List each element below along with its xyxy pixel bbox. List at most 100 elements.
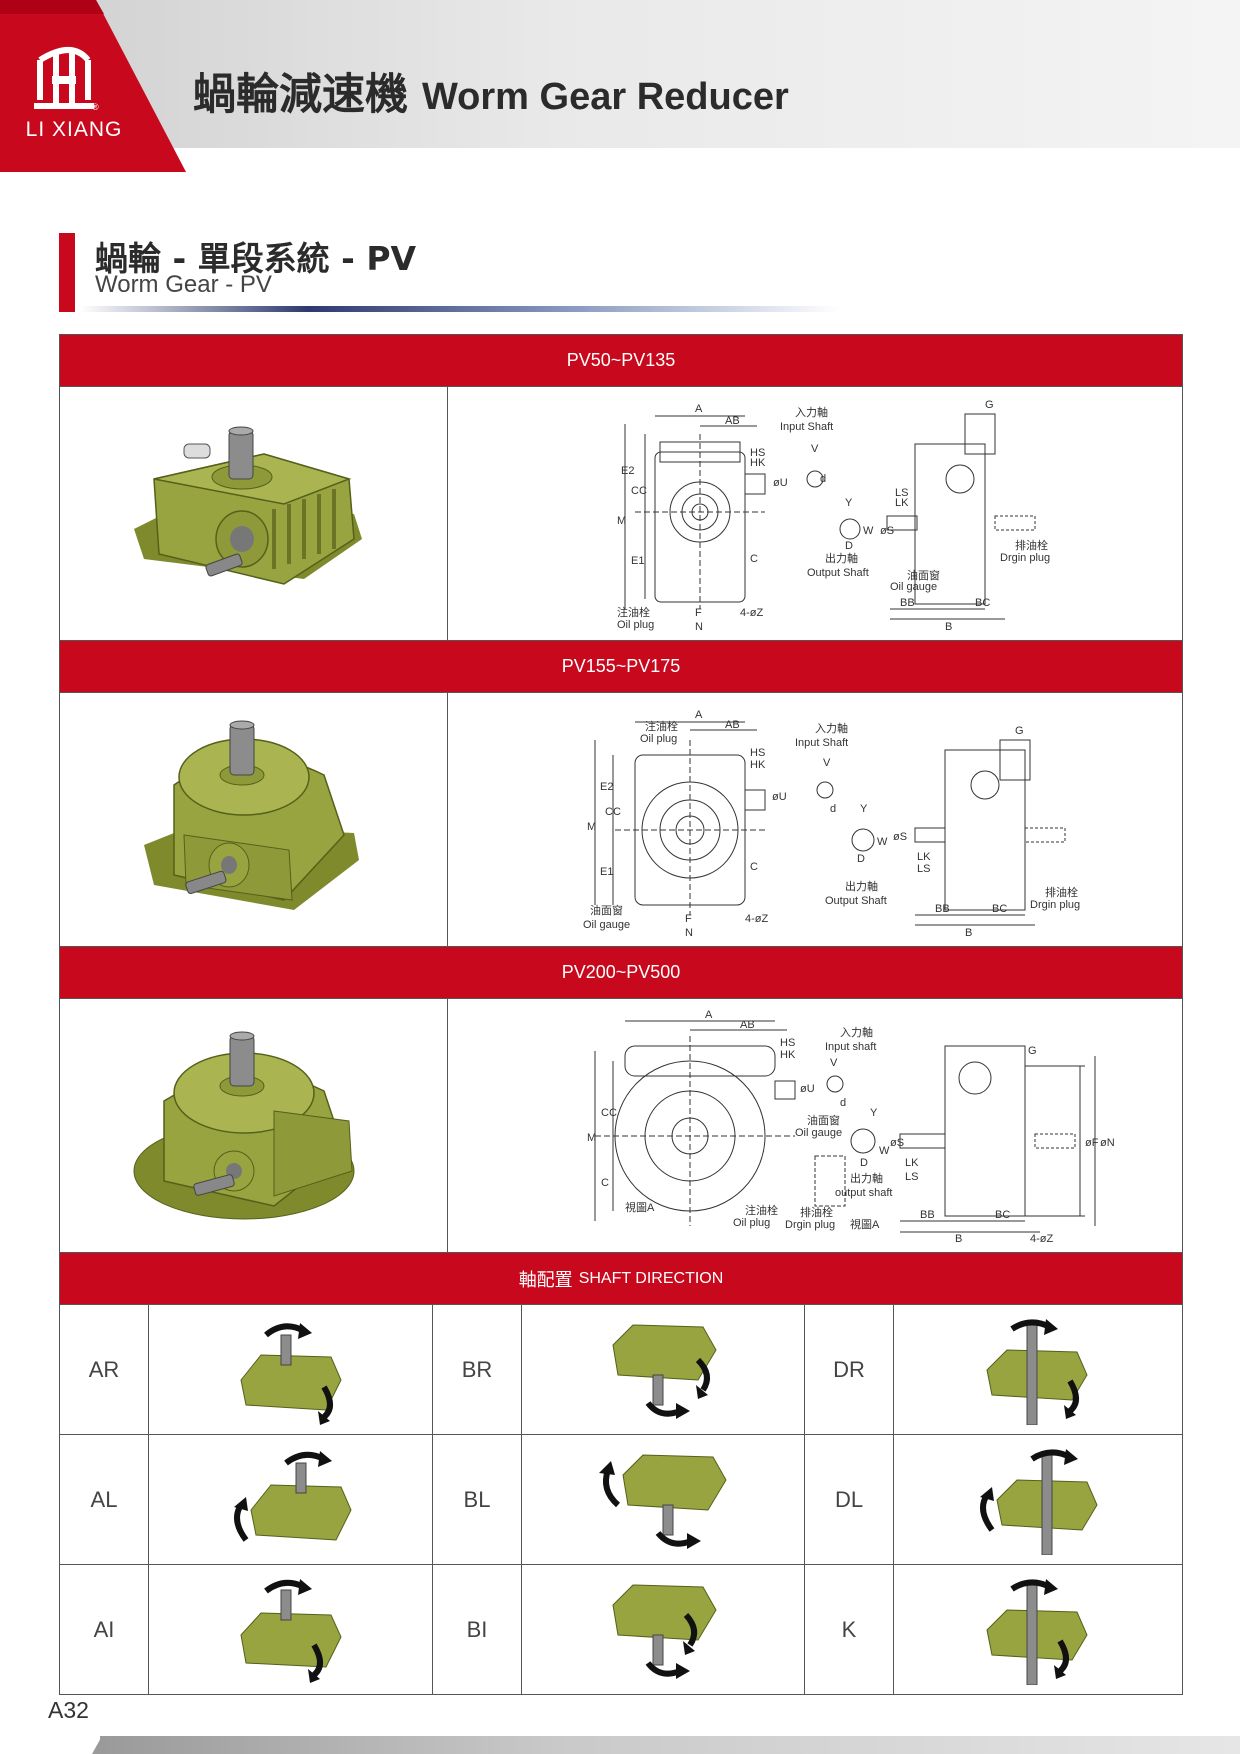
shaft-config-image — [149, 1565, 433, 1694]
label-oil-gauge-zh: 油面窗 — [590, 903, 623, 917]
label-hs: HS — [780, 1037, 795, 1049]
label-bb: BB — [920, 1209, 935, 1221]
dimension-drawing-pv155-pv175: A AB HS HK øU M CC E1 E2 C F N 4-øZ 注油栓 … — [583, 709, 1080, 939]
label-drain-zh: 排油栓 — [1045, 885, 1078, 899]
label-bb: BB — [935, 903, 950, 915]
shaft-row: AI BI K — [60, 1565, 1182, 1694]
product-row: A AB HS HK øU M CC E1 E2 C F N 4-øZ 入力軸 … — [60, 387, 1182, 641]
product-photo — [60, 387, 448, 640]
label-e1: E1 — [600, 866, 613, 878]
dimension-drawing-pv200-pv500: A AB HS HK øU M CC C 入力軸 Input shaft V d… — [587, 1009, 1115, 1245]
shaft-config-dl-icon — [980, 1448, 1098, 1555]
label-u: øU — [800, 1083, 815, 1095]
label-oil-gauge-en: Oil gauge — [890, 581, 937, 593]
label-g: G — [1015, 725, 1024, 737]
product-table: PV50~PV135 — [59, 334, 1183, 1695]
label-cc: CC — [601, 1107, 617, 1119]
model-range: PV50~PV135 — [566, 350, 676, 370]
dimension-drawing: A AB HS HK øU M CC C 入力軸 Input shaft V d… — [448, 999, 1182, 1252]
label-drain-en: Drgin plug — [1030, 899, 1080, 911]
label-ls: LS — [905, 1171, 918, 1183]
label-d: D — [857, 853, 865, 865]
label-c: C — [750, 553, 758, 565]
shaft-config-k-icon — [986, 1578, 1088, 1685]
label-input-zh: 入力軸 — [795, 405, 828, 419]
label-drain-en: Drgin plug — [1000, 552, 1050, 564]
brand-logo: ® — [0, 0, 186, 172]
label-ls: LS — [917, 863, 930, 875]
shaft-row: AL BL DL — [60, 1435, 1182, 1565]
label-f: F — [685, 913, 692, 925]
shaft-config-image — [149, 1305, 433, 1434]
page-title-en: Worm Gear Reducer — [422, 76, 789, 118]
label-lk: LK — [895, 497, 909, 509]
label-u: øU — [773, 477, 788, 489]
product-photo — [60, 999, 448, 1252]
label-hk: HK — [750, 759, 766, 771]
dimension-drawing: A AB HS HK øU M CC E1 E2 C F N 4-øZ 注油栓 … — [448, 693, 1182, 946]
label-ab: AB — [725, 415, 740, 427]
label-oil-plug-en: Oil plug — [733, 1217, 770, 1229]
label-d-small: d — [820, 473, 826, 485]
shaft-direction-title-zh: 軸配置 — [518, 1269, 573, 1291]
label-cc: CC — [605, 806, 621, 818]
dimension-drawing: A AB HS HK øU M CC E1 E2 C F N 4-øZ 入力軸 … — [448, 387, 1182, 640]
model-band: PV155~PV175 — [60, 641, 1182, 693]
label-e1: E1 — [631, 555, 644, 567]
shaft-code: DL — [805, 1435, 894, 1564]
label-oil-gauge-en: Oil gauge — [795, 1127, 842, 1139]
label-z: 4-øZ — [1030, 1233, 1054, 1245]
label-a: A — [695, 403, 703, 415]
footer-band — [100, 1736, 1240, 1754]
label-output-zh: 出力軸 — [825, 551, 858, 565]
shaft-row: AR BR DR — [60, 1305, 1182, 1435]
label-input-zh: 入力軸 — [815, 721, 848, 735]
product-photo — [60, 693, 448, 946]
section-title: 蝸輪 - 單段系統 - PV — [95, 239, 417, 278]
label-w: W — [877, 836, 888, 848]
label-d-small: d — [830, 803, 836, 815]
label-oil-plug-en: Oil plug — [640, 733, 677, 745]
label-hk: HK — [780, 1049, 796, 1061]
label-s: øS — [890, 1137, 904, 1149]
worm-gear-reducer-photo — [133, 426, 362, 585]
label-v: V — [830, 1057, 838, 1069]
svg-text:®: ® — [92, 102, 99, 112]
shaft-code: BL — [433, 1435, 522, 1564]
label-z: 4-øZ — [745, 913, 769, 925]
label-bc: BC — [992, 903, 1007, 915]
shaft-code: AI — [60, 1565, 149, 1694]
shaft-code: AR — [60, 1305, 149, 1434]
label-lk: LK — [905, 1157, 919, 1169]
shaft-config-al-icon — [233, 1450, 352, 1542]
label-g: G — [1028, 1045, 1037, 1057]
label-ab: AB — [725, 719, 740, 731]
label-y: Y — [860, 803, 868, 815]
label-bc: BC — [975, 597, 990, 609]
shaft-direction-band: 軸配置 SHAFT DIRECTION — [60, 1253, 1182, 1305]
label-drain-zh: 排油栓 — [800, 1205, 833, 1219]
label-oil-gauge-zh: 油面窗 — [807, 1113, 840, 1127]
label-oil-gauge-zh: 油面窗 — [907, 568, 940, 582]
label-drain-en: Drgin plug — [785, 1219, 835, 1231]
label-d-small: d — [840, 1097, 846, 1109]
label-w: W — [879, 1145, 890, 1157]
label-hk: HK — [750, 457, 766, 469]
label-b: B — [945, 621, 952, 633]
label-oil-gauge-en: Oil gauge — [583, 919, 630, 931]
shaft-code: BI — [433, 1565, 522, 1694]
label-w: W — [863, 525, 874, 537]
label-view-a-2: 視圖A — [850, 1217, 880, 1231]
label-output-zh: 出力軸 — [845, 879, 878, 893]
label-oil-plug-zh: 注油栓 — [645, 719, 678, 733]
label-output-en: Output Shaft — [807, 567, 869, 579]
brand-name: LI XIANG — [25, 118, 123, 141]
model-band: PV50~PV135 — [60, 335, 1182, 387]
section-underline — [80, 306, 840, 312]
shaft-config-image — [522, 1565, 805, 1694]
label-m: M — [587, 1132, 596, 1144]
label-e2: E2 — [621, 465, 634, 477]
label-hs: HS — [750, 447, 765, 459]
label-a: A — [695, 709, 703, 721]
shaft-code: K — [805, 1565, 894, 1694]
